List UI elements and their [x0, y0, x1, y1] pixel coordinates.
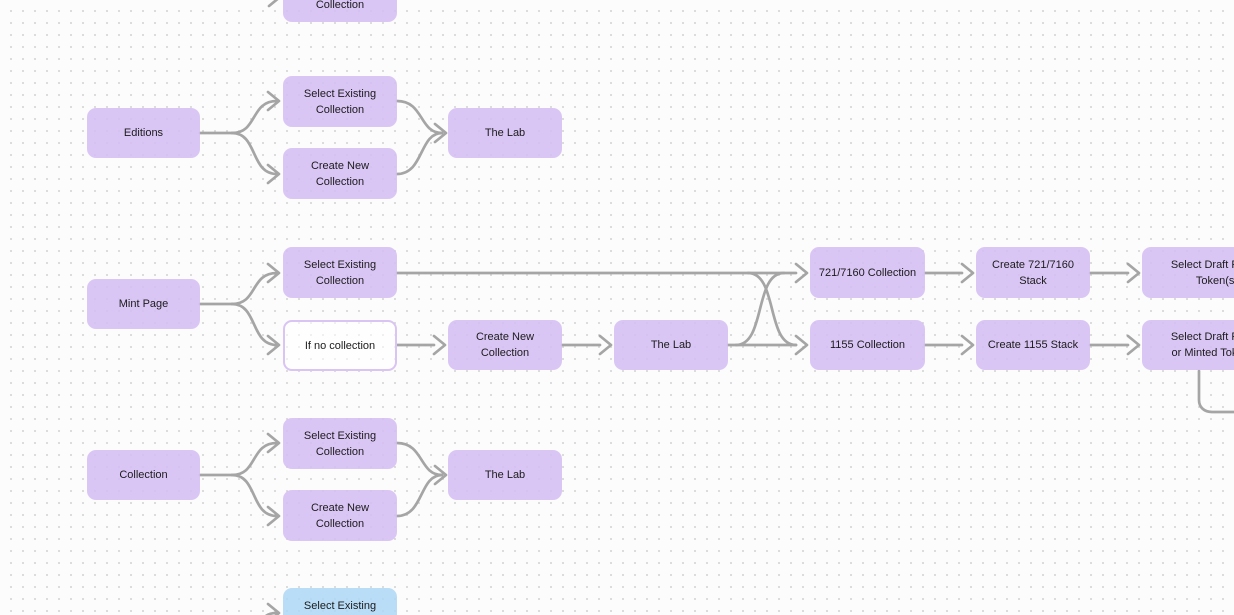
arrowhead-icon: [794, 262, 809, 284]
node-select-existing-collection-mint[interactable]: Select Existing Collection: [283, 247, 397, 298]
connector-select-existing-editions-to-lab[interactable]: [395, 99, 444, 135]
node-select-existing-collection-blue[interactable]: Select Existing Collection: [283, 588, 397, 615]
node-collection-721-7160[interactable]: 721/7160 Collection: [810, 247, 925, 298]
arrowhead-icon: [266, 163, 281, 185]
node-label: Select Draft Ready or Minted Token(s): [1170, 331, 1234, 359]
node-create-new-collection-top[interactable]: Create New Collection: [283, 0, 397, 22]
arrowhead-icon: [794, 334, 809, 356]
connector-editions-to-select-existing[interactable]: [230, 99, 279, 135]
node-select-draft-ready-tokens[interactable]: Select Draft Ready Token(s): [1142, 247, 1234, 298]
connector-mint-to-select-existing[interactable]: [230, 271, 279, 306]
arrowhead-icon: [598, 334, 613, 356]
node-create-1155-stack[interactable]: Create 1155 Stack: [976, 320, 1090, 370]
node-label: 1155 Collection: [829, 339, 905, 351]
arrowhead-icon: [433, 464, 448, 486]
connector-lab-mint-to-721-cross[interactable]: [734, 271, 786, 347]
node-label: The Lab: [650, 339, 692, 351]
node-label: 721/7160 Collection: [818, 266, 917, 279]
connector-create-new-collection-to-lab[interactable]: [395, 473, 444, 518]
node-select-existing-collection-editions[interactable]: Select Existing Collection: [283, 76, 397, 127]
node-collection[interactable]: Collection: [87, 450, 200, 500]
arrowhead-icon: [266, 334, 281, 356]
node-label: Select Existing Collection: [303, 429, 377, 458]
connector-editions-to-create-new[interactable]: [230, 131, 279, 176]
connector-select-existing-mint-to-1155-cross[interactable]: [746, 271, 798, 347]
node-label: Select Existing Collection: [303, 599, 377, 612]
node-label: Create 1155 Stack: [987, 339, 1079, 351]
node-label: Mint Page: [118, 298, 169, 310]
arrowhead-icon: [266, 505, 281, 527]
node-create-new-collection-editions[interactable]: Create New Collection: [283, 148, 397, 199]
connector-collection-to-create-new[interactable]: [230, 473, 279, 518]
node-label: Create New Collection: [310, 159, 370, 188]
node-editions[interactable]: Editions: [87, 108, 200, 158]
node-select-draft-ready-or-minted-tokens[interactable]: Select Draft Ready or Minted Token(s): [1142, 320, 1234, 370]
node-the-lab-collection[interactable]: The Lab: [448, 450, 562, 500]
node-select-existing-collection-collection[interactable]: Select Existing Collection: [283, 418, 397, 469]
arrowhead-icon: [1126, 262, 1141, 284]
node-collection-1155[interactable]: 1155 Collection: [810, 320, 925, 370]
node-label: Select Draft Ready Token(s): [1170, 258, 1234, 287]
arrowhead-icon: [266, 90, 281, 112]
node-create-new-collection-collection[interactable]: Create New Collection: [283, 490, 397, 541]
node-label: Create New Collection: [475, 331, 535, 359]
node-mint-page[interactable]: Mint Page: [87, 279, 200, 329]
connector-mint-to-if-no-collection[interactable]: [230, 302, 279, 347]
node-the-lab-editions[interactable]: The Lab: [448, 108, 562, 158]
arrowhead-icon: [960, 262, 975, 284]
node-label: Create New Collection: [310, 501, 370, 530]
node-create-new-collection-mint[interactable]: Create New Collection: [448, 320, 562, 370]
arrowhead-icon: [266, 602, 281, 615]
arrowhead-icon: [266, 432, 281, 454]
arrowhead-icon: [432, 334, 447, 356]
node-label: Select Existing Collection: [303, 258, 377, 287]
node-label: The Lab: [484, 469, 526, 481]
node-create-721-7160-stack[interactable]: Create 721/7160 Stack: [976, 247, 1090, 298]
arrowhead-icon: [1126, 334, 1141, 356]
node-label: Editions: [123, 127, 164, 139]
connector-incoming-to-blue-select-existing[interactable]: [236, 611, 278, 615]
node-label: Collection: [119, 469, 168, 481]
node-label: Create 721/7160 Stack: [992, 258, 1074, 287]
connector-create-new-editions-to-lab[interactable]: [395, 131, 444, 176]
node-label: The Lab: [484, 127, 526, 139]
connector-draft-minted-tokens-down-right[interactable]: [1197, 369, 1234, 414]
connector-select-existing-collection-to-lab[interactable]: [395, 441, 444, 477]
arrowhead-icon: [267, 0, 279, 8]
arrowhead-icon: [266, 262, 281, 284]
node-label: If no collection: [304, 339, 376, 352]
node-the-lab-mint[interactable]: The Lab: [614, 320, 728, 370]
arrowhead-icon: [960, 334, 975, 356]
arrowhead-icon: [433, 122, 448, 144]
node-label: Select Existing Collection: [303, 87, 377, 116]
connector-collection-to-select-existing[interactable]: [230, 441, 279, 477]
node-if-no-collection[interactable]: If no collection: [283, 320, 397, 371]
node-label: Create New Collection: [315, 0, 365, 11]
